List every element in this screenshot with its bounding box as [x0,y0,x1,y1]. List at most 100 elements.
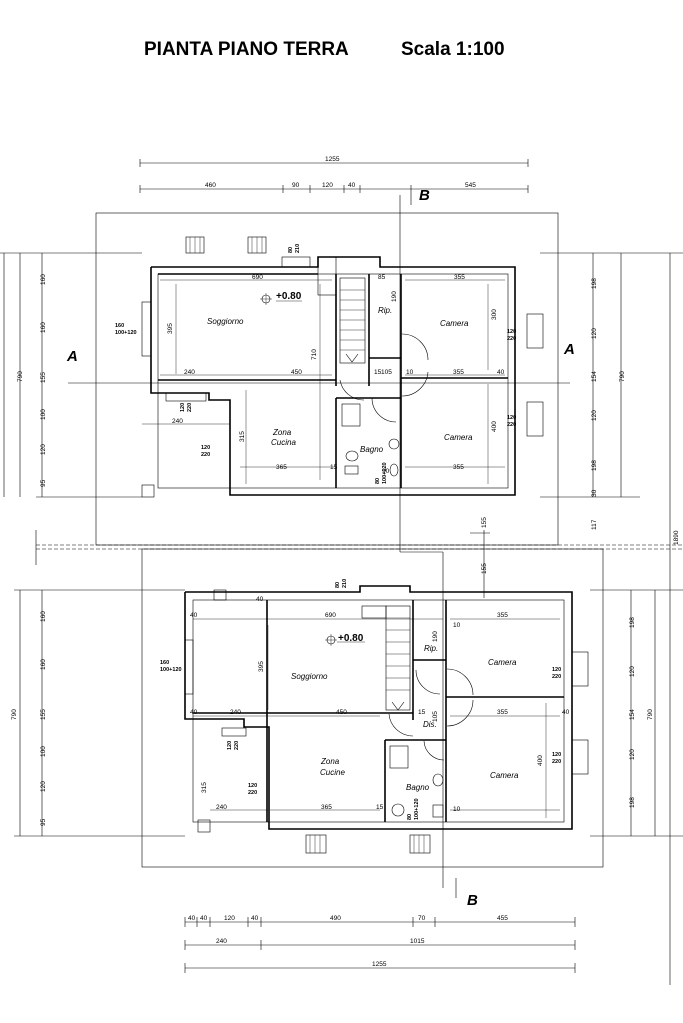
top-bagno-win-a: 80 [375,478,381,484]
bottom-left-100: 100 [40,746,47,757]
bottom-dim-40b: 40 [256,596,264,603]
bottom-dim-355a: 355 [497,612,508,619]
top-win1-a: 160 [115,323,124,329]
top-room-camera-2: Camera [444,433,473,442]
bottom-room-soggiorno: Soggiorno [291,672,328,681]
section-a-right: A [563,341,575,358]
top-right-117: 117 [591,519,598,530]
bot-dim-40a: 40 [188,915,196,922]
section-a-left: A [66,348,78,365]
bottom-win3-a: 120 [552,752,561,758]
top-dim-240b: 240 [172,418,183,425]
top-right-198a: 198 [591,278,598,289]
top-right-30: 30 [591,489,598,497]
top-dim-355c: 355 [453,464,464,471]
section-line-b [399,185,490,898]
bottom-left-120: 120 [40,781,47,792]
top-dim-15: 15 [374,369,382,376]
bottom-right-120b: 120 [629,749,636,760]
bottom-bagno-win-a: 80 [407,814,413,820]
top-win4-a: 120 [201,445,210,451]
bottom-dim-315: 315 [201,782,208,793]
bottom-level-marker: +0.80 [338,633,364,644]
top-right-790: 790 [619,371,626,382]
top-win1-b: 100+120 [115,330,137,336]
bottom-right-dims [590,589,683,837]
top-dim-85: 85 [378,274,386,281]
bottom-bagno-win-b: 100+120 [414,798,420,820]
top-win4-b: 220 [201,452,210,458]
top-left-120: 120 [40,444,47,455]
bot-dim-1015: 1015 [410,938,425,945]
top-dim-355: 355 [454,274,465,281]
bottom-dim-400: 400 [537,755,544,766]
scale-label: Scala 1:100 [401,39,505,60]
top-left-95: 95 [40,479,47,487]
top-room-bagno: Bagno [360,445,384,454]
bottom-dim-105: 105 [432,711,439,722]
top-dim-710: 710 [311,349,318,360]
top-dim-355b: 355 [453,369,464,376]
bot-dim-120: 120 [224,915,235,922]
bot-dim-40b: 40 [200,915,208,922]
top-dim-400: 400 [491,421,498,432]
top-left-dims [0,252,142,498]
bottom-dim-40c: 40 [190,709,198,716]
bottom-room-cucine: Cucine [320,768,345,777]
bottom-win4-b: 220 [248,790,257,796]
bottom-room-camera-2: Camera [490,771,519,780]
bottom-dim-690: 690 [325,612,336,619]
top-dim-90: 90 [382,468,390,475]
bottom-left-160b: 160 [40,659,47,670]
bot-dim-455: 455 [497,915,508,922]
bottom-right-198a: 198 [629,617,636,628]
top-right-198b: 198 [591,460,598,471]
top-dim-395: 395 [167,323,174,334]
bottom-dim-190: 190 [432,631,439,642]
top-dim-450: 450 [291,369,302,376]
bottom-win4-a: 120 [248,783,257,789]
dim-top-90: 90 [292,182,300,189]
bottom-win3-b: 220 [552,759,561,765]
top-dim-10: 10 [406,369,414,376]
bottom-dim-10a: 10 [453,622,461,629]
top-left-155: 155 [40,372,47,383]
bottom-room-zona: Zona [320,757,340,766]
bottom-dim-365: 365 [321,804,332,811]
bot-dim-40c: 40 [251,915,259,922]
bottom-win2-a: 120 [552,667,561,673]
top-left-790: 790 [17,371,24,382]
gap-155-top: 155 [481,517,488,528]
bottom-win5-b: 220 [234,741,240,750]
bottom-dim-450: 450 [336,709,347,716]
bottom-win2-b: 220 [552,674,561,680]
top-left-100: 100 [40,409,47,420]
dim-overall: 1255 [325,156,340,163]
top-left-160a: 160 [40,274,47,285]
bot-dim-240: 240 [216,938,227,945]
bottom-win-210: 210 [342,579,348,588]
top-win5-b: 220 [187,403,193,412]
bottom-dim-15: 15 [418,709,426,716]
bottom-win1-a: 160 [160,660,169,666]
bottom-win-80: 80 [335,582,341,588]
dim-top-120: 120 [322,182,333,189]
top-right-dims [540,252,683,985]
top-right-120b: 120 [591,410,598,421]
top-room-zona: Zona [272,428,292,437]
bottom-dim-10b: 10 [453,806,461,813]
sheet-divider [35,530,683,565]
dim-top-40: 40 [348,182,356,189]
top-level-marker: +0.80 [276,291,302,302]
top-win5-a: 120 [180,403,186,412]
bottom-win1-b: 100+120 [160,667,182,673]
top-dim-15b: 15 [330,464,338,471]
plan-top [68,212,570,546]
top-dim-300: 300 [491,309,498,320]
top-right-120a: 120 [591,328,598,339]
section-b-top: B [419,187,430,204]
dim-top-545: 545 [465,182,476,189]
bottom-dimension-chains [184,917,576,973]
bot-dim-1255: 1255 [372,961,387,968]
bot-dim-70: 70 [418,915,426,922]
